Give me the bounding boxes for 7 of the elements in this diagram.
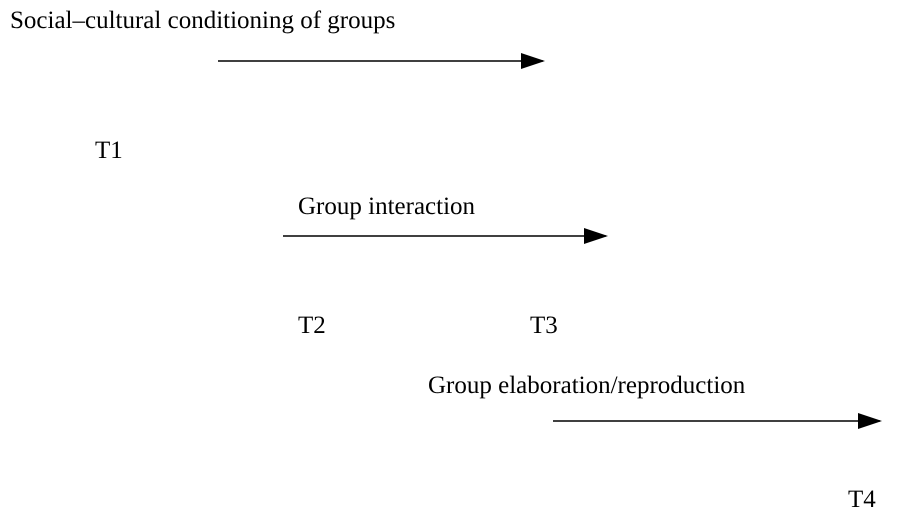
time-marker-label: T4 [848,486,876,515]
phase-label: Group interaction [298,193,476,222]
phase-label: Social–cultural conditioning of groups [10,7,396,36]
time-marker-label: T3 [530,312,558,341]
time-marker-label: T1 [95,137,123,166]
time-marker-label: T2 [298,312,326,341]
phase-label: Group elaboration/reproduction [428,372,746,401]
